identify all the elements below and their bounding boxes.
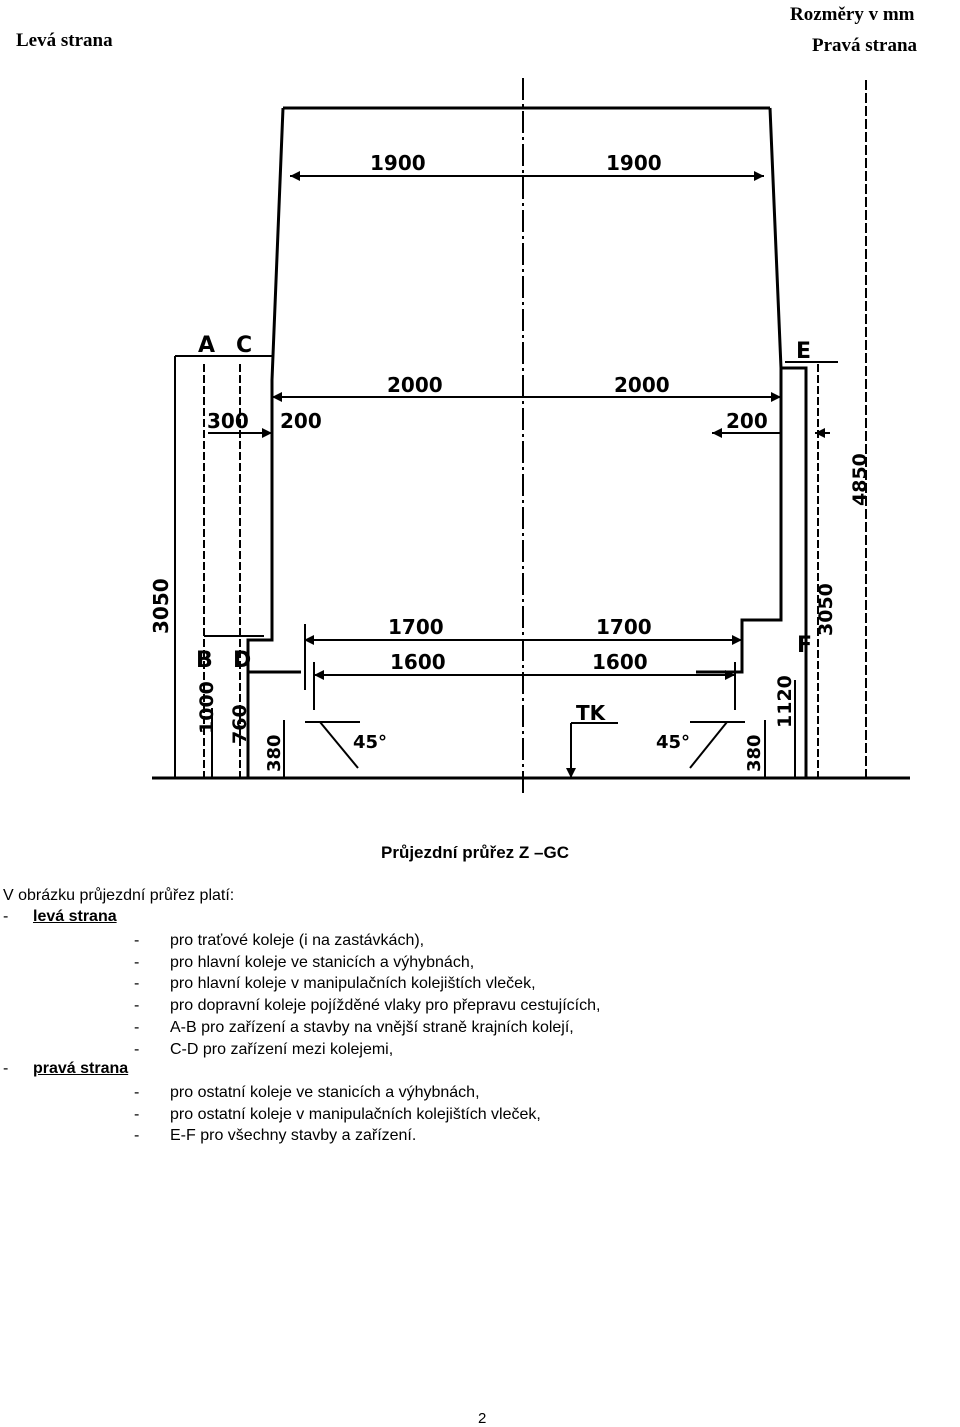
dim-200-right: 200 <box>726 409 768 433</box>
label-b: B <box>196 648 213 673</box>
figure-caption: Průjezdní průřez Z –GC <box>381 843 569 862</box>
dim-1700-right: 1700 <box>596 615 652 639</box>
height-3050-right: 3050 <box>815 583 837 636</box>
height-380-right: 380 <box>744 734 765 772</box>
list-item: -A-B pro zařízení a stavby na vnější str… <box>134 1018 574 1036</box>
dim-1600-right: 1600 <box>592 650 648 674</box>
list-item: -pro traťové koleje (i na zastávkách), <box>134 932 425 949</box>
left-side-label: levá strana <box>33 908 117 925</box>
list-item: -pro ostatní koleje ve stanicích a výhyb… <box>134 1084 480 1101</box>
height-760: 760 <box>229 704 251 744</box>
dim-2000-left: 2000 <box>387 373 443 397</box>
height-380-left: 380 <box>264 734 285 772</box>
gauge-outline <box>152 106 910 780</box>
list-dash: - <box>3 908 9 925</box>
dim-200-left: 200 <box>280 409 322 433</box>
list-item: -C-D pro zařízení mezi kolejemi, <box>134 1040 394 1058</box>
right-side-group-heading: - pravá strana <box>3 1060 128 1078</box>
left-side-heading: Levá strana <box>16 30 113 51</box>
angle-45-left: 45° <box>353 732 387 753</box>
label-c: C <box>236 333 252 358</box>
label-tk: TK <box>576 701 607 725</box>
page-number: 2 <box>478 1410 487 1427</box>
height-1000: 1000 <box>196 681 218 734</box>
label-d: D <box>233 648 251 673</box>
right-side-heading: Pravá strana <box>812 35 918 56</box>
dim-1600-left: 1600 <box>390 650 446 674</box>
clearance-gauge-diagram: 1900 1900 2000 2000 300 200 200 1700 170… <box>149 78 910 796</box>
list-dash: - <box>3 1060 9 1077</box>
left-side-group-heading: - levá strana <box>3 908 117 926</box>
right-side-label: pravá strana <box>33 1060 129 1077</box>
left-side-list: -pro traťové koleje (i na zastávkách), -… <box>134 930 600 1060</box>
label-a: A <box>198 333 215 358</box>
dim-1900-left: 1900 <box>370 151 426 175</box>
dim-2000-right: 2000 <box>614 373 670 397</box>
list-item: -pro ostatní koleje v manipulačních kole… <box>134 1105 541 1123</box>
height-4850: 4850 <box>849 453 871 506</box>
label-e: E <box>796 339 811 364</box>
dim-1900-right: 1900 <box>606 151 662 175</box>
list-item: -pro dopravní koleje pojížděné vlaky pro… <box>134 997 601 1015</box>
height-1120: 1120 <box>774 675 796 728</box>
units-note: Rozměry v mm <box>790 4 915 25</box>
height-3050-left: 3050 <box>149 578 173 634</box>
dim-300: 300 <box>207 409 249 433</box>
dimension-lines <box>174 78 867 796</box>
angle-45-right: 45° <box>656 732 690 753</box>
dim-1700-left: 1700 <box>388 615 444 639</box>
label-f: F <box>797 633 812 658</box>
list-item: -E-F pro všechny stavby a zařízení. <box>134 1127 417 1145</box>
list-item: -pro hlavní koleje ve stanicích a výhybn… <box>134 953 475 971</box>
right-side-list: -pro ostatní koleje ve stanicích a výhyb… <box>134 1082 541 1147</box>
list-item: -pro hlavní koleje v manipulačních kolej… <box>134 975 536 993</box>
intro-text: V obrázku průjezdní průřez platí: <box>3 887 235 904</box>
arrow-heads <box>262 171 825 778</box>
